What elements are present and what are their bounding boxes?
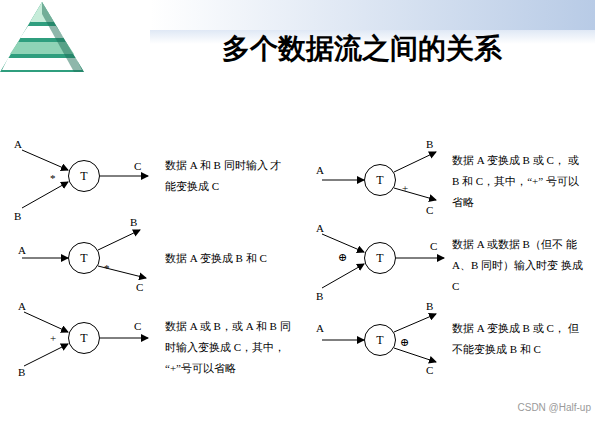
node-label: T <box>68 169 100 184</box>
flow-name: C <box>136 281 143 294</box>
node-label: T <box>364 251 396 266</box>
process-circle: T <box>364 164 396 196</box>
flow-name: B <box>130 216 137 229</box>
flow-name: C <box>430 240 437 253</box>
process-circle: T <box>364 324 396 356</box>
operator-symbol: ⊕ <box>338 251 347 264</box>
operator-symbol: * <box>50 172 56 185</box>
node-label: T <box>364 333 396 348</box>
watermark: CSDN @Half-up <box>517 401 591 414</box>
operator-symbol: + <box>402 182 408 195</box>
slide-title: 多个数据流之间的关系 <box>222 30 502 68</box>
flow-name: B <box>316 290 323 303</box>
flow-name: A <box>18 300 26 313</box>
node-label: T <box>364 173 396 188</box>
node-label: T <box>68 251 100 266</box>
description-note: 数据 A 或数据 B（但不 能 A、B 同时）输入时变 换成 C <box>452 234 586 297</box>
flow-name: B <box>426 138 433 151</box>
flow-name: C <box>426 364 433 377</box>
process-circle: T <box>364 242 396 274</box>
flow-name: A <box>316 164 324 177</box>
flow-name: A <box>316 222 324 235</box>
description-note: 数据 A 和 B 同时输入 才能变换成 C <box>165 155 287 197</box>
flow-name: C <box>134 320 141 333</box>
description-note: 数据 A 变换成 B 或 C， 但不能变换成 B 和 C <box>452 318 584 360</box>
process-circle: T <box>68 322 100 354</box>
flow-name: B <box>426 300 433 313</box>
operator-symbol: * <box>104 262 110 275</box>
node-label: T <box>68 331 100 346</box>
flow-name: A <box>14 138 22 151</box>
operator-symbol: ⊕ <box>400 336 409 349</box>
description-note: 数据 A 或 B，或 A 和 B 同时输入变换成 C，其中， “+”号可以省略 <box>165 316 297 379</box>
flow-name: A <box>316 322 324 335</box>
pyramid-logo <box>0 2 84 72</box>
flow-name: A <box>18 244 26 257</box>
process-circle: T <box>68 160 100 192</box>
flow-name: C <box>426 204 433 217</box>
description-note: 数据 A 变换成 B 或 C， 或 B 和 C，其中，“+” 号可以省略 <box>452 150 584 213</box>
flow-name: B <box>18 366 25 379</box>
description-note: 数据 A 变换成 B 和 C <box>165 248 305 269</box>
operator-symbol: + <box>50 332 56 345</box>
process-circle: T <box>68 242 100 274</box>
flow-name: B <box>14 210 21 223</box>
flow-name: C <box>134 160 141 173</box>
